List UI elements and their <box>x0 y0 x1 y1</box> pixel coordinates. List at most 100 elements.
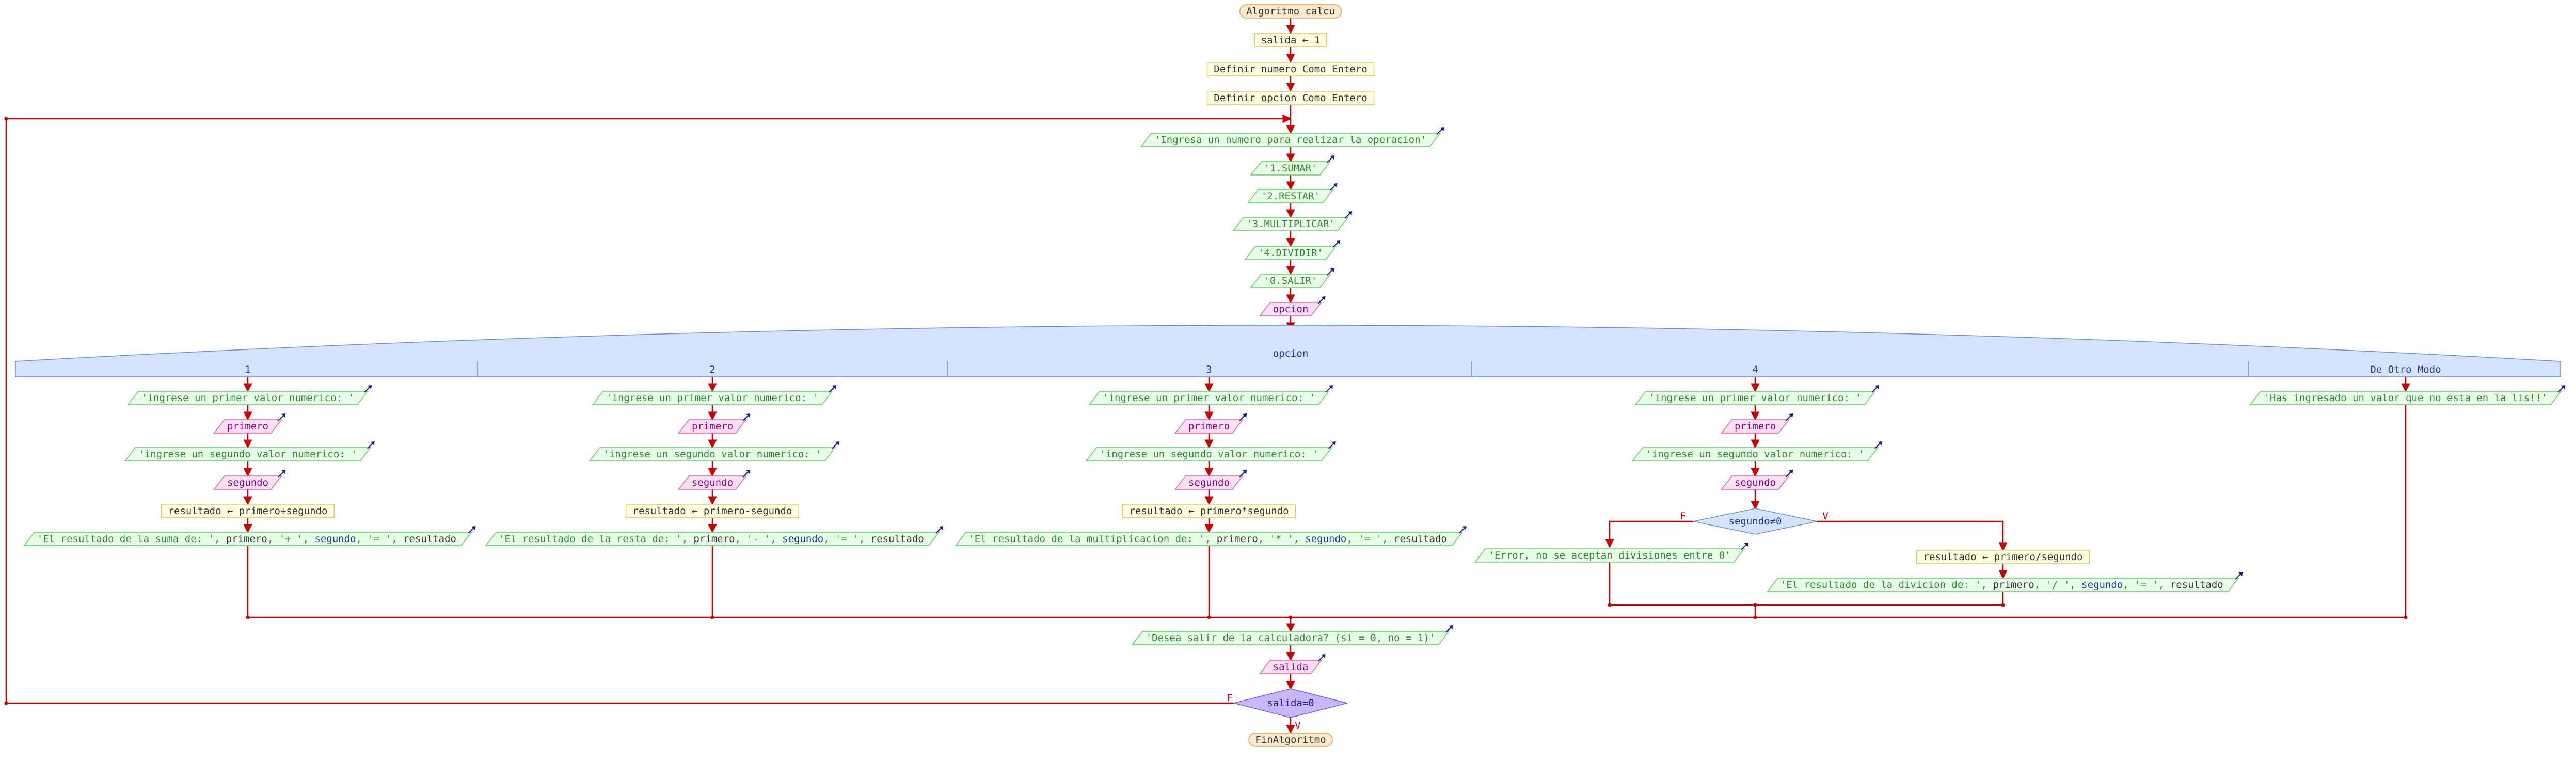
define-opcion-shape <box>1206 91 1375 105</box>
case3-output-part: , '* ', <box>1258 533 1306 545</box>
case4-output-shape <box>1767 578 2239 592</box>
case3-read-second-text: segundo <box>1188 477 1230 488</box>
menu-output-1-text: '1.SUMAR' <box>1264 163 1317 174</box>
menu-output-3-text: '3.MULTIPLICAR' <box>1246 218 1335 230</box>
case3-assign-shape <box>1122 504 1296 518</box>
case2-output-part: 'El resultado de la resta de: ', <box>499 533 694 545</box>
diagonal-arrow-icon <box>935 526 943 534</box>
diagonal-arrow-icon <box>1332 240 1341 248</box>
case1-read-first-shape <box>213 419 282 434</box>
init-salida-text: salida ← 1 <box>1261 35 1320 46</box>
case2-output-part: resultado <box>871 533 924 545</box>
default-output-text: 'Has ingresado un valor que no esta en l… <box>2264 392 2547 404</box>
diagonal-arrow-icon <box>1741 543 1748 550</box>
case1-output-part: , '= ', <box>356 533 403 545</box>
default-output-shape <box>2249 391 2562 405</box>
read-opcion-text: opcion <box>1273 304 1309 315</box>
loop-condition-text: salida=0 <box>1267 697 1314 709</box>
case1-output-part: , '+ ', <box>267 533 315 545</box>
read-opcion-shape <box>1259 302 1323 316</box>
case3-read-second-shape <box>1174 475 1244 490</box>
menu-output-4-text: '4.DIVIDIR' <box>1258 247 1323 259</box>
junction-dot <box>4 117 8 121</box>
case4-output-part: , '/ ', <box>2034 579 2082 591</box>
diagonal-arrow-icon <box>1239 470 1247 477</box>
case1-prompt-second-shape <box>124 447 372 461</box>
start-terminal-shape <box>1239 4 1342 19</box>
diagonal-arrow-icon <box>1317 654 1326 662</box>
case2-output-part: , '- ', <box>735 533 783 545</box>
case4-assign-shape <box>1916 550 2090 564</box>
diagonal-arrow-icon <box>1436 127 1444 135</box>
diagonal-arrow-icon <box>1871 385 1879 393</box>
case4-prompt-second-shape <box>1631 447 1879 461</box>
diagonal-arrow-icon <box>1325 385 1333 393</box>
define-numero-shape <box>1206 62 1375 76</box>
menu-output-3-shape <box>1232 217 1349 231</box>
case2-assign-shape <box>626 504 799 518</box>
junction-dot <box>4 701 8 705</box>
diagonal-arrow-icon <box>1327 268 1334 276</box>
case-label-3: 4 <box>1752 364 1758 375</box>
case1-prompt-second-text: 'ingrese un segundo valor numerico: ' <box>138 449 357 460</box>
exit-prompt-output-text: 'Desea salir de la calculadora? (si = 0,… <box>1146 632 1436 644</box>
case-label-2: 3 <box>1206 364 1212 375</box>
start-terminal-text: Algoritmo calcu <box>1246 6 1335 17</box>
junction-dot <box>1608 603 1612 607</box>
case3-prompt-first-text: 'ingrese un primer valor numerico: ' <box>1103 392 1315 404</box>
read-salida-text: salida <box>1273 661 1309 673</box>
case4-false-label: F <box>1680 511 1685 522</box>
case4-assign-text: resultado ← primero/segundo <box>1923 551 2083 563</box>
switch-label: opcion <box>1273 348 1309 359</box>
case3-assign-text: resultado ← primero*segundo <box>1130 505 1289 517</box>
case2-output-part: primero <box>694 533 735 545</box>
case1-prompt-first-text: 'ingrese un primer valor numerico: ' <box>141 392 354 404</box>
case4-condition-shape <box>1693 508 1818 535</box>
loop-false-label: F <box>1227 692 1232 704</box>
loop-back-edge <box>5 114 1292 704</box>
case3-output-part: segundo <box>1305 533 1346 545</box>
case1-read-second-text: segundo <box>227 477 268 488</box>
case3-prompt-second-text: 'ingrese un segundo valor numerico: ' <box>1100 449 1318 460</box>
case3-output-part: primero <box>1217 533 1258 545</box>
case3-read-first-text: primero <box>1188 421 1230 432</box>
read-salida-shape <box>1259 660 1323 674</box>
case-label-4: De Otro Modo <box>2370 364 2441 375</box>
case1-output-part: segundo <box>314 533 356 545</box>
diagonal-arrow-icon <box>1344 211 1353 219</box>
diagonal-arrow-icon <box>367 441 375 449</box>
diagonal-arrow-icon <box>1317 296 1326 304</box>
case2-output-text: 'El resultado de la resta de: ', primero… <box>499 533 924 545</box>
case4-output-part: resultado <box>2170 579 2223 591</box>
case1-prompt-first-shape <box>127 391 369 405</box>
junction-dot <box>1753 603 1757 607</box>
case1-output-part: 'El resultado de la suma de: ', <box>37 533 226 545</box>
case3-output-shape <box>955 532 1464 546</box>
case4-output-text: 'El resultado de la divicion de: ', prim… <box>1780 579 2223 591</box>
diagonal-arrow-icon <box>1874 441 1882 449</box>
case1-assign-shape <box>161 504 335 518</box>
case4-output-part: , '= ', <box>2123 579 2170 591</box>
case2-read-second-text: segundo <box>692 477 733 488</box>
case-label-1: 2 <box>709 364 715 375</box>
case2-output-shape <box>485 532 940 546</box>
diagonal-arrow-icon <box>832 441 839 449</box>
init-salida-shape <box>1254 33 1327 47</box>
case3-prompt-first-shape <box>1088 391 1330 405</box>
case4-error-output-shape <box>1474 548 1745 563</box>
junction-dot <box>2001 603 2005 607</box>
flow-edge <box>1817 520 2008 551</box>
case4-read-first-text: primero <box>1735 421 1776 432</box>
case1-output-text: 'El resultado de la suma de: ', primero,… <box>37 533 456 545</box>
case2-prompt-second-text: 'ingrese un segundo valor numerico: ' <box>603 449 821 460</box>
define-numero-text: Definir numero Como Entero <box>1214 63 1367 75</box>
menu-output-1-shape <box>1250 161 1331 176</box>
case4-prompt-first-text: 'ingrese un primer valor numerico: ' <box>1649 392 1862 404</box>
case2-assign-text: resultado ← primero-segundo <box>633 505 792 517</box>
case3-output-part: resultado <box>1394 533 1447 545</box>
case3-read-first-shape <box>1174 419 1244 434</box>
case2-read-first-text: primero <box>692 421 733 432</box>
diagonal-arrow-icon <box>1327 155 1334 163</box>
case3-prompt-second-shape <box>1085 447 1333 461</box>
